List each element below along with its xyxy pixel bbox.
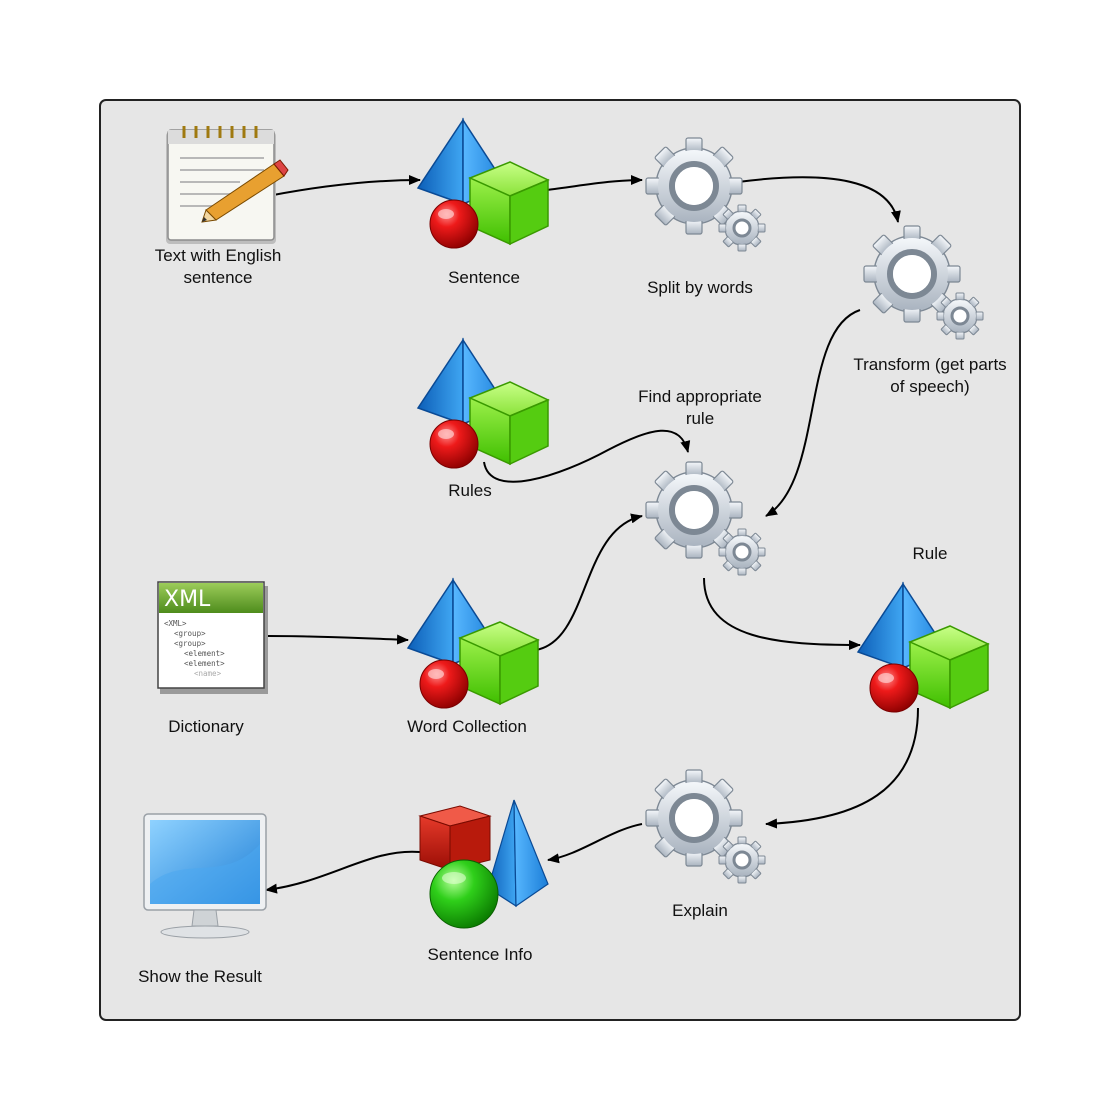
- node-label-transform: Transform (get parts of speech): [853, 355, 1007, 396]
- diagram-panel: [99, 99, 1021, 1021]
- xml-document-icon: XML <XML> <group> <group> <element> <ele…: [157, 581, 268, 694]
- edge-rule-to-explain: [765, 707, 919, 829]
- xml-line: <group>: [174, 629, 206, 638]
- edge-sentence-to-split: [545, 175, 643, 191]
- xml-line: <name>: [194, 669, 222, 678]
- edge-text-to-sentence: [267, 175, 421, 197]
- node-label-find: Find appropriate rule: [638, 387, 762, 428]
- edge-transform-to-find: [765, 309, 861, 517]
- node-label-wordcollection: Word Collection: [407, 717, 527, 736]
- edge-sentenceinfo-to-result: [265, 850, 421, 894]
- node-label-dictionary: Dictionary: [168, 717, 244, 736]
- node-label-split: Split by words: [647, 278, 753, 297]
- node-label-result: Show the Result: [138, 967, 262, 986]
- node-label-text: Text with English sentence: [154, 246, 282, 287]
- xml-line: <element>: [184, 649, 225, 658]
- xml-line: <XML>: [164, 619, 187, 628]
- node-label-rule: Rule: [912, 544, 948, 563]
- node-label-rules: Rules: [448, 481, 492, 500]
- xml-line: <element>: [184, 659, 225, 668]
- edge-rules-to-find: [483, 429, 691, 483]
- node-label-sentenceinfo: Sentence Info: [427, 945, 533, 964]
- edge-explain-to-sentenceinfo: [547, 823, 643, 864]
- node-label-sentence: Sentence: [448, 268, 520, 287]
- connectors: [265, 175, 919, 894]
- xml-line: <group>: [174, 639, 206, 648]
- node-label-explain: Explain: [672, 901, 728, 920]
- xml-icon-title: XML: [164, 587, 211, 612]
- edge-dictionary-to-wordcollection: [267, 634, 409, 645]
- edge-find-to-rule: [703, 577, 861, 650]
- monitor-icon: [143, 813, 267, 939]
- notepad-pencil-icon: [166, 126, 289, 244]
- edge-wordcollection-to-find: [535, 513, 643, 651]
- edge-split-to-transform: [737, 176, 901, 223]
- shapes-info-icon: [418, 799, 549, 929]
